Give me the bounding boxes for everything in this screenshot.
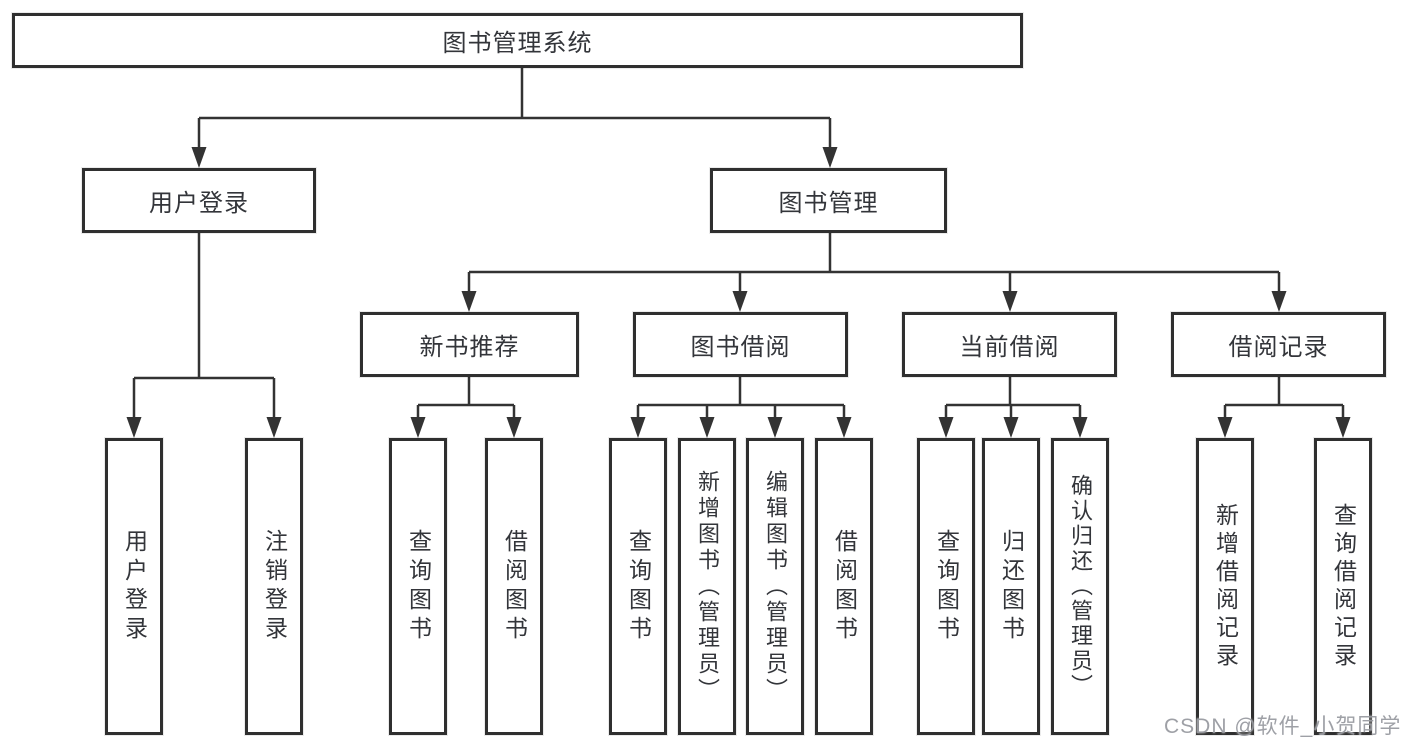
node-label: 查询图书 xyxy=(933,528,960,645)
connector-current-borrow-children xyxy=(938,377,1088,438)
arrowhead xyxy=(699,417,715,438)
node-label: 当前借阅 xyxy=(959,334,1060,361)
node-label: 图书管理 xyxy=(778,190,879,217)
arrowhead xyxy=(1072,417,1088,438)
arrowhead xyxy=(767,417,783,438)
node-label: 借阅记录 xyxy=(1228,334,1329,361)
node-label: 用户登录 xyxy=(149,190,249,217)
node-label: 新增图书（管理员） xyxy=(695,469,720,704)
leaf-borrow-books-recommend: 借阅图书 xyxy=(485,438,543,735)
node-label: 归还图书 xyxy=(998,528,1025,645)
arrowhead xyxy=(630,417,646,438)
node-label: 查询图书 xyxy=(625,528,652,645)
arrowhead xyxy=(1217,417,1233,438)
leaf-return-books: 归还图书 xyxy=(982,438,1040,735)
leaf-add-borrow-record: 新增借阅记录 xyxy=(1196,438,1254,735)
arrowhead xyxy=(461,291,477,312)
leaf-edit-books-admin: 编辑图书（管理员） xyxy=(746,438,804,735)
node-label: 编辑图书（管理员） xyxy=(763,469,788,704)
leaf-confirm-return-admin: 确认归还（管理员） xyxy=(1051,438,1109,735)
node-new-book-recommend: 新书推荐 xyxy=(360,312,579,377)
csdn-watermark: CSDN @软件_小贺同学 xyxy=(1164,715,1402,738)
node-borrow-records: 借阅记录 xyxy=(1171,312,1386,377)
node-book-borrow: 图书借阅 xyxy=(633,312,848,377)
node-current-borrow: 当前借阅 xyxy=(902,312,1117,377)
arrowhead xyxy=(506,417,522,438)
leaf-query-books-borrow: 查询图书 xyxy=(609,438,667,735)
node-label: 图书管理系统 xyxy=(442,30,593,57)
node-label: 新增借阅记录 xyxy=(1212,502,1239,671)
leaf-logout: 注销登录 xyxy=(245,438,303,735)
node-label: 借阅图书 xyxy=(831,528,858,645)
node-root-system: 图书管理系统 xyxy=(12,13,1023,68)
arrowhead xyxy=(822,147,838,168)
node-label: 新书推荐 xyxy=(419,334,520,361)
leaf-borrow-books: 借阅图书 xyxy=(815,438,873,735)
node-label: 图书借阅 xyxy=(690,334,791,361)
node-label: 查询借阅记录 xyxy=(1330,502,1357,671)
node-label: 用户登录 xyxy=(121,528,148,645)
leaf-add-books-admin: 新增图书（管理员） xyxy=(678,438,736,735)
leaf-user-login: 用户登录 xyxy=(105,438,163,735)
connector-new-book-children xyxy=(410,377,522,438)
connector-root-to-level2 xyxy=(191,68,838,168)
arrowhead xyxy=(938,417,954,438)
arrowhead xyxy=(191,147,207,168)
arrowhead xyxy=(732,291,748,312)
leaf-query-borrow-record: 查询借阅记录 xyxy=(1314,438,1372,735)
leaf-query-books-current: 查询图书 xyxy=(917,438,975,735)
arrowhead xyxy=(266,417,282,438)
node-label: 确认归还（管理员） xyxy=(1068,474,1093,699)
arrowhead xyxy=(126,417,142,438)
node-label: 注销登录 xyxy=(261,528,288,645)
connector-book-management-children xyxy=(461,233,1287,312)
arrowhead xyxy=(1002,291,1018,312)
node-label: 查询图书 xyxy=(405,528,432,645)
node-book-management: 图书管理 xyxy=(710,168,947,233)
arrowhead xyxy=(410,417,426,438)
leaf-query-books-recommend: 查询图书 xyxy=(389,438,447,735)
node-user-login: 用户登录 xyxy=(82,168,316,233)
node-label: 借阅图书 xyxy=(501,528,528,645)
connector-user-login-children xyxy=(126,233,282,438)
arrowhead xyxy=(1003,417,1019,438)
arrowhead xyxy=(1335,417,1351,438)
connector-borrow-records-children xyxy=(1217,377,1351,438)
arrowhead xyxy=(836,417,852,438)
connector-book-borrow-children xyxy=(630,377,852,438)
arrowhead xyxy=(1271,291,1287,312)
